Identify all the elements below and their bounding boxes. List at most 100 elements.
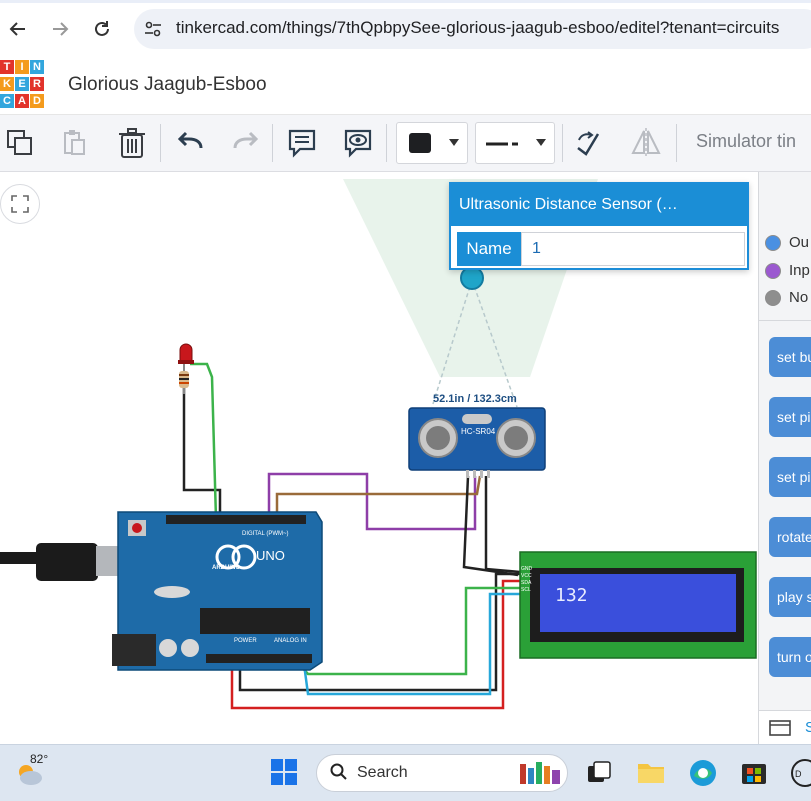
chevron-down-icon [449, 139, 459, 146]
wire-green-sda [298, 586, 520, 676]
view-notes-button[interactable] [340, 124, 376, 162]
start-button[interactable] [270, 758, 298, 786]
legend-label: No [789, 289, 809, 306]
edge-browser-icon[interactable] [688, 758, 718, 792]
tinkercad-logo[interactable]: T I N K E R C A D [0, 60, 44, 111]
svg-text:D: D [795, 769, 802, 779]
undo-button[interactable] [172, 124, 208, 162]
note-icon [288, 129, 316, 158]
component-properties-popup: Ultrasonic Distance Sensor (… Name 1 [449, 182, 749, 270]
circuit-canvas[interactable]: 52.1in / 132.3cm HC-SR04 132 ARDUINO UNO… [0, 172, 758, 744]
wire-black-power [238, 572, 520, 692]
wire-black-sensor [462, 475, 519, 577]
search-highlight-icon [516, 760, 564, 790]
lcd-pin-sda: SDA [521, 580, 532, 586]
paste-button[interactable] [56, 124, 92, 162]
forward-button[interactable] [46, 15, 74, 43]
arduino-brand: ARDUINO [212, 565, 240, 571]
app-header [0, 58, 811, 115]
color-swatch [409, 133, 431, 153]
reload-icon [95, 21, 109, 36]
monitor-icon [769, 720, 791, 736]
notes-button[interactable] [284, 124, 320, 162]
wire-purple [267, 472, 477, 531]
logo-letter: N [30, 60, 44, 74]
search-label: Search [357, 764, 408, 781]
fullscreen-icon [11, 195, 29, 213]
legend-label: Ou [789, 234, 810, 251]
logo-letter: E [15, 77, 29, 91]
flip-button[interactable] [628, 124, 664, 162]
redo-icon [233, 131, 259, 149]
name-label: Name [457, 232, 521, 266]
dell-app-icon[interactable]: D [790, 758, 811, 792]
address-bar[interactable] [134, 9, 811, 49]
logo-letter: D [30, 94, 44, 108]
toolbar-divider [272, 124, 273, 162]
line-style-icon [486, 142, 518, 146]
legend-output[interactable]: Ou [765, 234, 809, 251]
file-explorer-icon[interactable] [636, 758, 666, 790]
clipboard-icon [64, 130, 85, 155]
name-input[interactable]: 1 [521, 232, 745, 266]
sensor-beam-right [471, 279, 518, 408]
notation-dot [765, 289, 781, 306]
logo-letter: C [0, 94, 14, 108]
monitor-label: S [805, 719, 811, 736]
redo-button[interactable] [228, 124, 264, 162]
wire-red-power [230, 579, 520, 710]
code-block[interactable]: set pi [769, 397, 811, 437]
input-dot [765, 262, 781, 279]
copy-icon [7, 130, 32, 155]
forward-arrow-icon [53, 22, 69, 36]
back-button[interactable] [4, 15, 32, 43]
search-icon [330, 763, 348, 785]
wire-black-led [182, 377, 222, 519]
popup-title: Ultrasonic Distance Sensor (… [451, 184, 747, 226]
task-view-icon[interactable] [586, 760, 612, 790]
output-dot [765, 234, 781, 251]
copy-button[interactable] [2, 124, 38, 162]
url-text: tinkercad.com/things/7thQpbpySee-gloriou… [176, 18, 780, 37]
chevron-down-icon [536, 139, 546, 146]
arduino-model: UNO [256, 548, 285, 563]
sensor-distance-readout: 52.1in / 132.3cm [433, 393, 517, 405]
legend-notation[interactable]: No [765, 289, 808, 306]
lcd-module [519, 551, 757, 659]
logo-letter: T [0, 60, 14, 74]
code-block[interactable]: set pi [769, 457, 811, 497]
simulator-time-label: Simulator tin [696, 131, 797, 151]
code-block[interactable]: set bu [769, 337, 811, 377]
lcd-pin-scl: SCL [521, 587, 531, 593]
flip-icon [631, 128, 661, 158]
reload-button[interactable] [88, 15, 116, 43]
wire-style-dropdown[interactable] [475, 122, 555, 164]
weather-widget[interactable] [12, 752, 62, 792]
design-title[interactable]: Glorious Jaagub-Esboo [68, 74, 267, 95]
toolbar-divider [386, 124, 387, 162]
fit-view-button[interactable] [0, 184, 40, 224]
wire-color-dropdown[interactable] [396, 122, 468, 164]
serial-monitor-bar[interactable]: S [759, 710, 811, 744]
code-block[interactable]: turn o [769, 637, 811, 677]
wire-blue-scl [302, 592, 520, 696]
eye-note-icon [344, 129, 372, 158]
microsoft-store-icon[interactable] [740, 758, 768, 790]
toolbar-divider [676, 124, 677, 162]
site-settings-icon[interactable] [144, 20, 162, 42]
code-block[interactable]: rotate [769, 517, 811, 557]
weather-temperature: 82° [30, 752, 49, 766]
sensor-selection-handle [460, 266, 484, 290]
sensor-beam-left [431, 279, 473, 408]
lcd-pin-vcc: VCC [521, 573, 532, 579]
panel-divider [759, 320, 811, 321]
delete-button[interactable] [114, 124, 150, 162]
code-block[interactable]: play s [769, 577, 811, 617]
digital-pins-label: DIGITAL (PWM~) [242, 531, 289, 537]
weather-icon [19, 765, 42, 785]
legend-input[interactable]: Inp [765, 262, 810, 279]
rotate-button[interactable] [570, 124, 606, 162]
toolbar-divider [160, 124, 161, 162]
analog-pins-label: ANALOG IN [274, 638, 307, 644]
browser-top-accent [0, 0, 811, 3]
